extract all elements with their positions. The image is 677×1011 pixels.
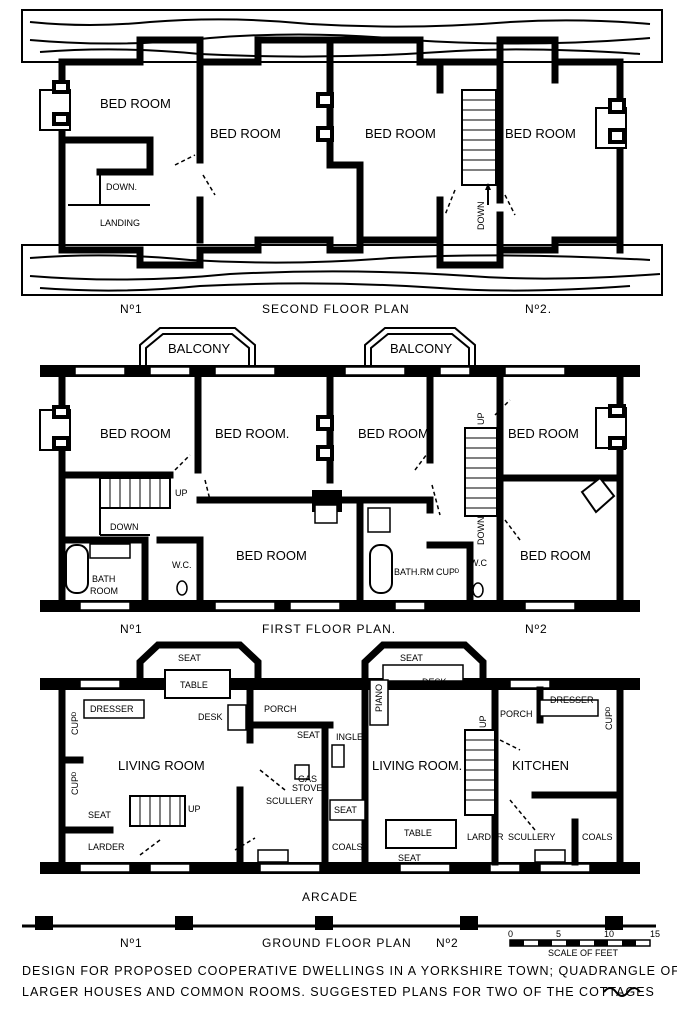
down-label: DOWN [476, 202, 486, 231]
bed-room-label: BED ROOM. [215, 426, 289, 441]
ingle-label: INGLE [336, 732, 363, 742]
balcony-label: BALCONY [168, 341, 230, 356]
living-room-label: LIVING ROOM [118, 758, 205, 773]
wc-label: W.C. [172, 560, 192, 570]
bed-room-label: BED ROOM [100, 96, 171, 111]
gas-stove-label: STOVE [292, 783, 322, 793]
bathrm-label: BATH.RM [394, 567, 434, 577]
dresser-label: DRESSER [550, 695, 594, 705]
balcony-label: BALCONY [390, 341, 452, 356]
desk-label: DESK [198, 712, 223, 722]
up-label: UP [175, 488, 188, 498]
bed-room-label: BED ROOM [358, 426, 429, 441]
scale-tick: 15 [650, 929, 660, 939]
arcade-label: ARCADE [302, 890, 358, 904]
gas-stove-label: GAS [298, 774, 317, 784]
floor-number-1: Nº1 [120, 622, 143, 636]
seat-label: SEAT [297, 730, 320, 740]
bed-room-label: BED ROOM [100, 426, 171, 441]
coals-label: COALS [582, 832, 613, 842]
floor-number-2: Nº2 [525, 622, 548, 636]
dresser-label: DRESSER [90, 704, 134, 714]
bed-room-label: BED ROOM [520, 548, 591, 563]
caption-line-2: LARGER HOUSES AND COMMON ROOMS. SUGGESTE… [22, 985, 655, 999]
floor-title: GROUND FLOOR PLAN [262, 936, 412, 950]
floor-number-1: Nº1 [120, 302, 143, 316]
seat-label: SEAT [398, 853, 421, 863]
cupboard-label: CUPᴰ [436, 567, 459, 577]
larder-label: LARDER [467, 832, 504, 842]
floor-title: SECOND FLOOR PLAN [262, 302, 410, 316]
coals-label: COALS [332, 842, 363, 852]
caption-line-1: DESIGN FOR PROPOSED COOPERATIVE DWELLING… [22, 964, 677, 978]
bed-room-label: BED ROOM [505, 126, 576, 141]
cupboard-label: CUPᴰ [604, 707, 614, 730]
up-label: UP [476, 412, 486, 425]
floor-title: FIRST FLOOR PLAN. [262, 622, 396, 636]
down-label: DOWN. [106, 182, 137, 192]
porch-label: PORCH [264, 704, 297, 714]
seat-label: SEAT [178, 653, 201, 663]
piano-label: PIANO [374, 684, 384, 712]
first-floor-plan: BALCONY BALCONY [39, 327, 640, 636]
table-label: TABLE [404, 828, 432, 838]
up-label: UP [188, 804, 201, 814]
bath-label: BATH [92, 574, 115, 584]
scale-tick: 10 [604, 929, 614, 939]
floor-number-1: Nº1 [120, 936, 143, 950]
seat-label: SEAT [400, 653, 423, 663]
stair-flight [461, 89, 497, 186]
larder-label: LARDER [88, 842, 125, 852]
cupboard-label: CUPᴰ [70, 772, 80, 795]
ground-floor-plan: SEAT TABLE DRESSER DESK PORCH CUPᴰ LIVIN… [22, 641, 656, 950]
scale-bar: 0 5 10 15 SCALE OF FEET [508, 929, 660, 958]
seat-label: SEAT [334, 805, 357, 815]
living-room-label: LIVING ROOM. [372, 758, 462, 773]
scale-tick: 5 [556, 929, 561, 939]
bed-room-label: BED ROOM [210, 126, 281, 141]
scale-label: SCALE OF FEET [548, 948, 619, 958]
landing-label: LANDING [100, 218, 140, 228]
desk-label: DESK [422, 677, 447, 687]
scullery-label: SCULLERY [508, 832, 555, 842]
scullery-label: SCULLERY [266, 796, 313, 806]
second-floor-plan: BED ROOM BED ROOM BED ROOM BED ROOM DOWN… [21, 9, 663, 316]
porch-label: PORCH [500, 709, 533, 719]
cupboard-label: CUPᴰ [70, 712, 80, 735]
down-label: DOWN [476, 517, 486, 546]
bed-room-label: BED ROOM [365, 126, 436, 141]
table-label: TABLE [180, 680, 208, 690]
bath-label: ROOM [90, 586, 118, 596]
window-group [39, 80, 627, 149]
floor-number-2: Nº2. [525, 302, 552, 316]
bed-room-label: BED ROOM [236, 548, 307, 563]
up-label: UP [478, 715, 488, 728]
down-label: DOWN [110, 522, 139, 532]
floor-number-2: Nº2 [436, 936, 459, 950]
seat-label: SEAT [88, 810, 111, 820]
bed-room-label: BED ROOM [508, 426, 579, 441]
wc-label: W.C [470, 558, 487, 568]
scale-tick: 0 [508, 929, 513, 939]
monogram-icon [603, 987, 641, 997]
kitchen-label: KITCHEN [512, 758, 569, 773]
